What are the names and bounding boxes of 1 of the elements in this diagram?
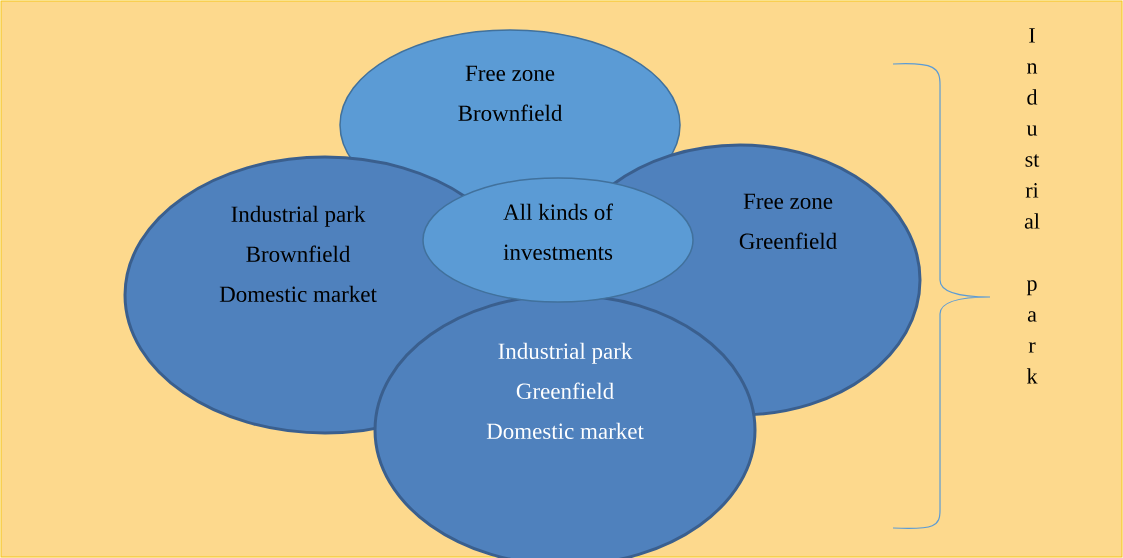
vertical-label: Industrial park bbox=[1024, 28, 1040, 384]
